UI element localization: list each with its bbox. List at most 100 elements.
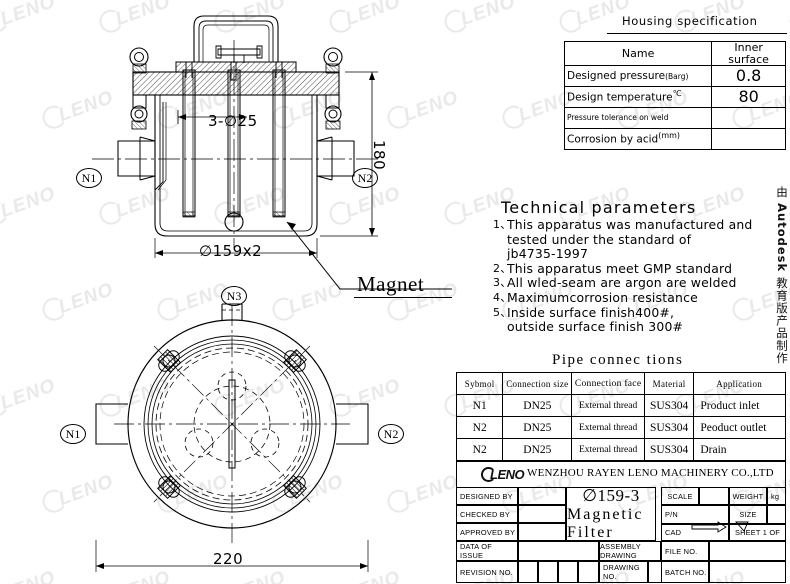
size-value[interactable] <box>767 505 786 524</box>
cell-symbol: N2 <box>455 438 504 461</box>
assembly-drawing-label: ASSEMBLY DRAWING <box>599 541 661 561</box>
table-row: Name Inner surface <box>563 40 786 67</box>
cell-material: SUS304 <box>643 416 695 439</box>
table-row: Design temperature℃ 80 <box>563 86 786 109</box>
item-text: Inside surface finish400#, outside surfa… <box>507 304 684 335</box>
weight-label: WEIGHT <box>729 487 767 505</box>
row-corrosion-by-acid: Corrosion by acid(mm) <box>563 128 713 151</box>
row-designed-pressure: Designed pressure(Barg) <box>563 65 713 88</box>
size-label: SIZE <box>729 505 767 524</box>
row-label: Designed pressure <box>567 69 666 82</box>
table-row: Corrosion by acid(mm) <box>563 128 786 151</box>
leno-logo: LENO <box>481 467 525 482</box>
batch-no-value[interactable] <box>709 561 786 583</box>
sheet-label: SHEET 1 OF <box>729 524 786 541</box>
cell-application: Drain <box>693 438 786 461</box>
cell-material: SUS304 <box>643 394 695 417</box>
batch-no-label: BATCH NO. <box>661 561 709 583</box>
revision-no-label: REVISION NO. <box>456 561 518 583</box>
housing-spec-title-rule <box>607 33 787 34</box>
approved-by-label: APPROVED BY <box>456 523 518 541</box>
list-item: 5、 Inside surface finish400#, outside su… <box>493 304 753 335</box>
file-no-label: FILE NO. <box>661 541 709 561</box>
revision-box-1[interactable] <box>518 561 538 583</box>
housing-col-inner-surface: Inner surface <box>711 40 786 67</box>
cell-face: External thread <box>571 416 645 439</box>
approved-by-value[interactable] <box>518 523 566 541</box>
checked-by-label: CHECKED BY <box>456 505 518 523</box>
row-design-temperature: Design temperature℃ <box>563 86 713 109</box>
dimension-height: 180 <box>370 140 388 171</box>
col-material: Material <box>643 372 695 395</box>
dimension-outer-diameter: 220 <box>213 550 244 568</box>
value-pressure-tolerance <box>711 107 786 130</box>
scale-label: SCALE <box>661 487 699 505</box>
row-unit: ℃ <box>672 89 682 99</box>
dimension-shell-diameter: ∅159x2 <box>199 242 263 260</box>
value-corrosion-by-acid <box>711 128 786 151</box>
balloon-n1-elevation: N1 <box>76 168 102 188</box>
revision-box-2[interactable] <box>538 561 558 583</box>
technical-parameters-list: 1、 This apparatus was manufactured and t… <box>493 217 753 335</box>
item-text: Maximumcorrosion resistance <box>507 289 698 305</box>
balloon-n3-plan: N3 <box>221 286 247 306</box>
cell-application: Peoduct outlet <box>693 416 786 439</box>
balloon-n1-plan: N1 <box>60 424 86 444</box>
pipe-connections-title: Pipe connec tions <box>552 352 684 368</box>
company-name: WENZHOU RAYEN LENO MACHINERY CO.,LTD <box>527 467 774 479</box>
company-band: LENO WENZHOU RAYEN LENO MACHINERY CO.,LT… <box>456 461 786 487</box>
pn-label: P/N <box>661 505 729 524</box>
row-label: Design temperature <box>567 91 673 104</box>
table-row: N2 DN25 External thread SUS304 Drain <box>455 438 786 461</box>
row-label: Corrosion by acid <box>567 133 659 146</box>
cell-size: DN25 <box>502 416 573 439</box>
weight-unit: kg <box>767 487 786 505</box>
file-no-value[interactable] <box>709 541 786 561</box>
revision-box-4[interactable] <box>578 561 599 583</box>
item-text: This apparatus meet GMP standard <box>507 260 733 276</box>
magnet-callout-label: Magnet <box>357 272 425 296</box>
col-application: Application <box>693 372 786 395</box>
balloon-n2-plan: N2 <box>378 424 404 444</box>
list-item: 1、 This apparatus was manufactured and t… <box>493 217 753 262</box>
item-number: 5、 <box>493 305 512 319</box>
table-row: Designed pressure(Barg) 0.8 <box>563 65 786 88</box>
autodesk-brand: Autodesk <box>775 203 789 273</box>
part-number: ∅159-3 <box>582 486 640 505</box>
technical-parameters-block: Technical parameters 1、 This apparatus w… <box>493 198 753 335</box>
designed-by-label: DESIGNED BY <box>456 487 518 505</box>
housing-specification-table: Name Inner surface Designed pressure(Bar… <box>563 40 786 151</box>
table-header-row: Sybmol Connection size Connection face M… <box>455 372 786 395</box>
dimension-3-holes: 3-∅25 <box>208 112 258 130</box>
row-unit: (Barg) <box>665 71 689 81</box>
scale-value[interactable] <box>699 487 729 505</box>
cell-application: Product inlet <box>693 394 786 417</box>
cell-material: SUS304 <box>643 438 695 461</box>
magnet-callout-underline <box>354 297 452 298</box>
item-text: This apparatus was manufactured and test… <box>507 217 753 262</box>
drawing-no-value[interactable] <box>648 561 662 583</box>
row-pressure-tolerance: Pressure tolerance on weld <box>563 107 713 130</box>
cell-size: DN25 <box>502 394 573 417</box>
title-block: DESIGNED BY CHECKED BY APPROVED BY DATA … <box>456 486 786 583</box>
item-number: 1、 <box>493 218 512 231</box>
designed-by-value[interactable] <box>518 487 566 505</box>
checked-by-value[interactable] <box>518 505 566 523</box>
date-of-issue-label: DATA OF ISSUE <box>456 541 518 561</box>
part-identification-cell: ∅159-3 Magnetic Filter <box>566 486 656 541</box>
leno-ring-icon <box>481 467 496 482</box>
part-name: Magnetic Filter <box>567 506 644 541</box>
revision-box-3[interactable] <box>558 561 578 583</box>
list-item: 4、 Maximumcorrosion resistance <box>493 289 753 306</box>
date-of-issue-value[interactable] <box>518 541 599 561</box>
value-design-temperature: 80 <box>711 86 786 109</box>
cell-face: External thread <box>571 394 645 417</box>
cell-face: External thread <box>571 438 645 461</box>
autodesk-edu-watermark: 由 Autodesk 教育版产品制作 <box>774 186 790 366</box>
pipe-connections-table: Sybmol Connection size Connection face M… <box>455 372 786 461</box>
col-connection-size: Connection size <box>502 372 573 395</box>
col-sybmol: Sybmol <box>455 372 504 395</box>
